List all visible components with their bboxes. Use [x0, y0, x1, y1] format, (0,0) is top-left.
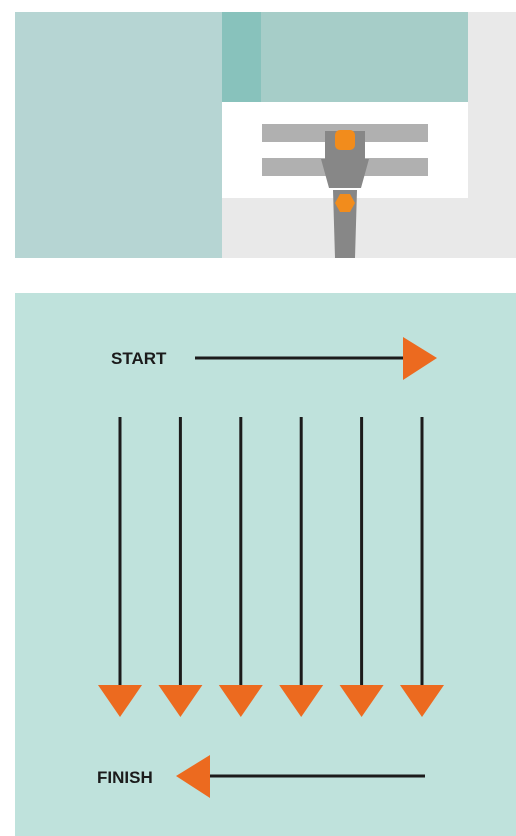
finish-label: FINISH: [97, 768, 153, 787]
vertical-strokes: [98, 417, 444, 717]
arrow-head-icon: [218, 685, 263, 717]
arrow-head-icon: [339, 685, 384, 717]
finish-arrow: [176, 755, 425, 798]
floor-edge-illustration: [15, 12, 516, 258]
start-label: START: [111, 349, 167, 368]
arrow-head-icon: [176, 755, 210, 798]
direction-diagram-panel: START FINISH: [15, 293, 516, 836]
arrow-head-icon: [403, 337, 437, 380]
down-arrow: [279, 417, 324, 717]
diagram-background: [15, 293, 516, 836]
direction-diagram: START FINISH: [15, 293, 516, 836]
start-arrow: [195, 337, 437, 380]
down-arrow: [339, 417, 384, 717]
arrow-head-icon: [98, 685, 142, 717]
down-arrow: [218, 417, 263, 717]
down-arrow: [400, 417, 444, 717]
left-wall-area: [15, 12, 222, 258]
down-arrow: [98, 417, 142, 717]
illustration-panel: [15, 12, 516, 258]
wall-block: [222, 12, 468, 102]
arrow-head-icon: [400, 685, 444, 717]
mop-tool-icon: [321, 130, 369, 258]
wall-block-shadow: [222, 12, 261, 102]
arrow-head-icon: [158, 685, 203, 717]
down-arrow: [158, 417, 203, 717]
arrow-head-icon: [279, 685, 324, 717]
